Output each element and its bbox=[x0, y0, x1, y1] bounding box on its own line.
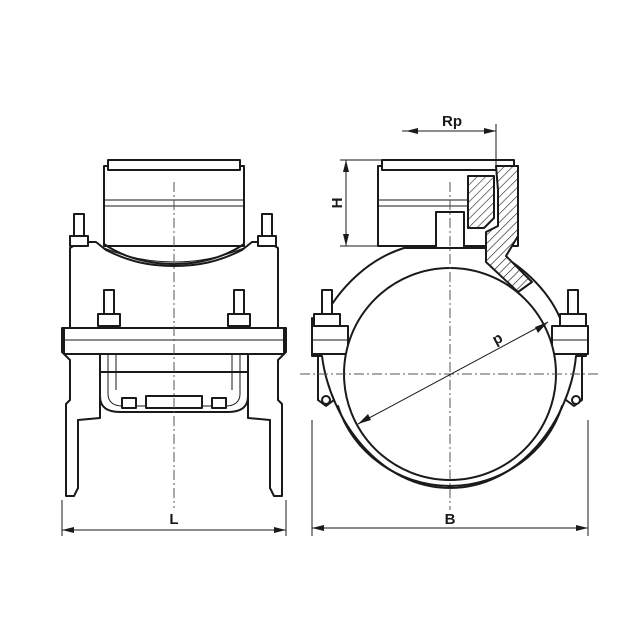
front-body-outline bbox=[311, 247, 587, 489]
thread-label: Rp bbox=[442, 113, 462, 130]
side-upper-saddle bbox=[69, 241, 279, 329]
width-label: B bbox=[445, 511, 456, 528]
front-view: d B H Rp bbox=[300, 113, 600, 536]
height-label: H bbox=[329, 198, 346, 209]
side-view: L bbox=[61, 159, 287, 536]
length-label: L bbox=[169, 511, 178, 528]
diameter-dimension-line bbox=[357, 321, 549, 425]
